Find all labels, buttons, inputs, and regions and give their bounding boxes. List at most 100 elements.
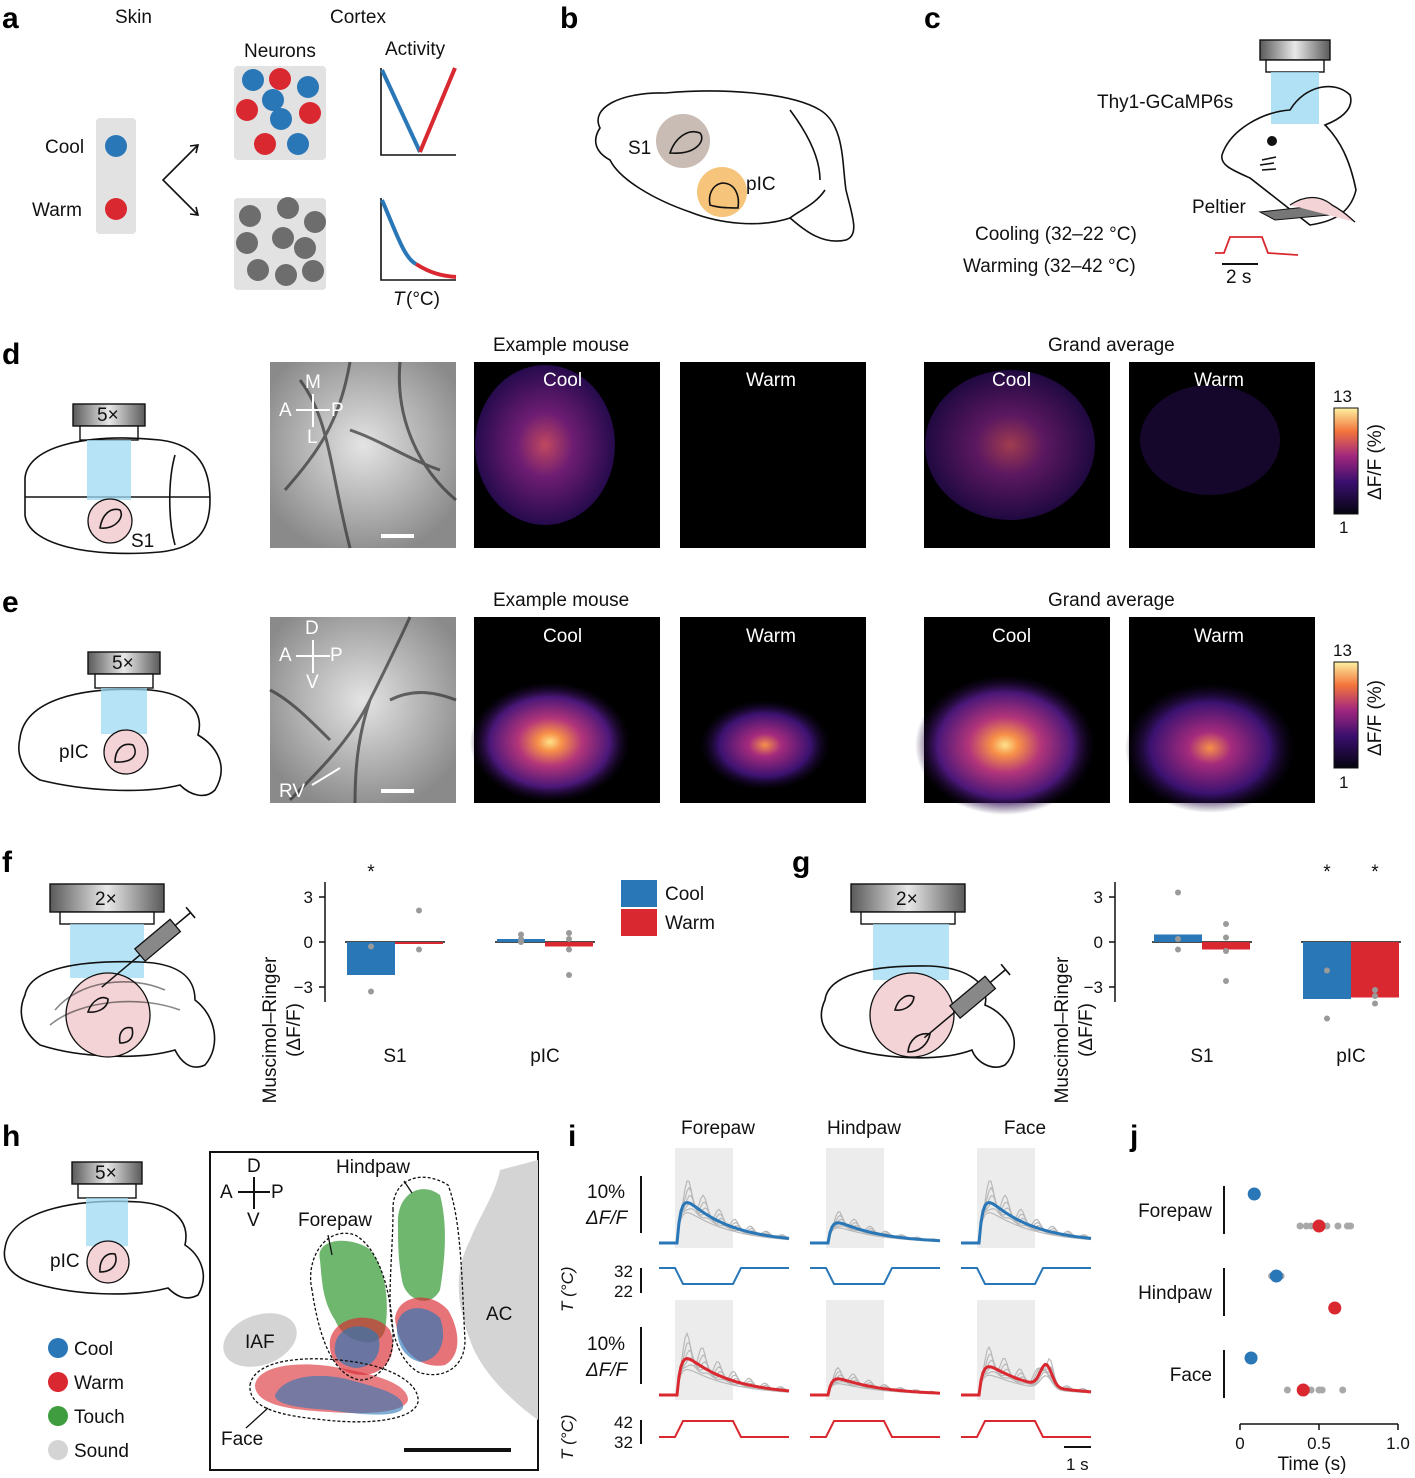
- chart-g-significance-star: *: [1371, 862, 1379, 883]
- axis-h-down: V: [247, 1210, 260, 1231]
- i-warm-mean-trace-hindpaw: [810, 1377, 941, 1397]
- chart-f-point: [518, 936, 524, 942]
- j-individual-point: [1296, 1222, 1304, 1230]
- chart-f-bar-pIC-Warm: [545, 942, 593, 947]
- example-warm-d-label: Warm: [746, 370, 796, 391]
- axis-d-left: A: [279, 400, 292, 421]
- panel-i: Forepaw Hindpaw Face 10% ΔF/F T (°C) 32 …: [558, 1118, 1092, 1474]
- chart-g-point: [1223, 948, 1229, 954]
- i-warm-temp-trace: [659, 1420, 789, 1438]
- divergence-arrows: [161, 145, 198, 215]
- light-d: [87, 440, 131, 500]
- rv-label: RV: [279, 781, 305, 802]
- chart-g-category-label: pIC: [1336, 1046, 1366, 1067]
- legend-cool-label: Cool: [665, 884, 704, 905]
- legend-h-cool-dot: [48, 1338, 68, 1358]
- chart-f-ytick-label: 3: [304, 888, 313, 907]
- colorbar-e-min: 1: [1339, 773, 1348, 792]
- i-individual-trace: [659, 1368, 790, 1396]
- chart-g-point: [1175, 936, 1181, 942]
- panel-label-g: g: [792, 846, 810, 879]
- cerebellum-lines: [789, 109, 826, 219]
- chart-f-ytick-label: 0: [304, 933, 313, 952]
- arrow-heads: [189, 144, 200, 216]
- s1-region: [656, 114, 710, 168]
- ac-label: AC: [486, 1304, 512, 1325]
- j-individual-point: [1347, 1222, 1355, 1230]
- chart-f-point: [566, 936, 572, 942]
- i-cool-mean-trace-forepaw: [659, 1201, 790, 1245]
- colorbar-d-label: ΔF/F (%): [1365, 424, 1386, 500]
- face-cool: [275, 1375, 404, 1415]
- i-cool-temp-trace: [810, 1267, 940, 1285]
- chart-f-ytick-label: −3: [294, 978, 313, 997]
- j-individual-point: [1339, 1386, 1347, 1394]
- warm-dot: [105, 198, 127, 220]
- brain-outline: [594, 90, 855, 242]
- cooling-label: Cooling (32–22 °C): [975, 224, 1137, 245]
- i-cool-t-low: 22: [614, 1282, 633, 1301]
- colorbar-e-max: 13: [1333, 641, 1352, 660]
- activity-decay: [380, 198, 457, 281]
- i-cool-t-high: 32: [614, 1262, 633, 1281]
- forepaw-label: Forepaw: [298, 1210, 372, 1231]
- objective-g-label: 2×: [896, 889, 918, 910]
- j-xtick-label: 0.5: [1307, 1434, 1331, 1453]
- pic-window-e-label: pIC: [59, 742, 89, 763]
- legend-h-warm: Warm: [74, 1373, 124, 1394]
- axis-h-up: D: [247, 1156, 261, 1177]
- objective-lens: [1259, 39, 1331, 61]
- light-e: [101, 688, 147, 734]
- example-warm-e-label: Warm: [746, 626, 796, 647]
- chart-f-point: [566, 972, 572, 978]
- panel-e: 5× pIC D A P V RV Example mouse Cool War…: [18, 590, 1386, 815]
- panel-label-d: d: [2, 338, 20, 371]
- axis-d-up: M: [305, 372, 321, 393]
- axis-h-left: A: [220, 1182, 233, 1203]
- objective-g: [850, 883, 966, 913]
- j-mean-warm: [1296, 1383, 1310, 1397]
- legend-h-warm-dot: [48, 1372, 68, 1392]
- warming-label: Warming (32–42 °C): [963, 256, 1136, 277]
- stimulus-trace: [1215, 236, 1299, 256]
- panel-a: Skin Cortex Cool Warm Neurons Activity: [32, 7, 457, 310]
- j-individual-point: [1318, 1386, 1326, 1394]
- chart-g-ytick-label: −3: [1084, 978, 1103, 997]
- legend-warm-label: Warm: [665, 913, 715, 934]
- objective-f: [49, 883, 165, 913]
- chart-g-point: [1175, 946, 1181, 953]
- activity-vshape: [380, 67, 457, 156]
- chart-g-point: [1372, 987, 1378, 993]
- cool-label: Cool: [45, 137, 84, 158]
- skin-label: Skin: [115, 7, 152, 28]
- i-warm-temp-trace: [961, 1420, 1091, 1438]
- chart-f-ylabel2: (ΔF/F): [284, 1003, 305, 1057]
- legend-h-touch-dot: [48, 1406, 68, 1426]
- chart-g: Muscimol–Ringer (ΔF/F) 30−3S1**pIC: [1052, 862, 1401, 1103]
- syringe-f: [101, 906, 196, 988]
- chart-g-point: [1324, 967, 1330, 974]
- i-cool-mean-trace-face: [961, 1201, 1092, 1245]
- hindpaw-label: Hindpaw: [336, 1157, 410, 1178]
- chart-g-point: [1324, 1015, 1330, 1022]
- mouse-head: [1221, 85, 1357, 226]
- i-cool-dff-lab: ΔF/F: [585, 1208, 629, 1229]
- axis-e-up: D: [305, 618, 319, 639]
- pic-window-h: [86, 1240, 130, 1284]
- panel-label-e: e: [2, 586, 19, 619]
- legend-cool-swatch: [621, 880, 657, 907]
- chart-g-point: [1372, 993, 1378, 999]
- i-warm-t-high: 42: [614, 1413, 633, 1432]
- i-col-forepaw: Forepaw: [681, 1118, 755, 1139]
- axis-d-right: P: [331, 400, 344, 421]
- time-scalebar-label: 2 s: [1226, 267, 1251, 288]
- s1-label: S1: [628, 138, 651, 159]
- s1-window: [87, 498, 133, 544]
- i-warm-t-label: T (°C): [558, 1414, 577, 1460]
- i-cool-mean-trace-hindpaw: [810, 1221, 941, 1245]
- cortex-label: Cortex: [330, 7, 386, 28]
- chart-f-bar-S1-Warm: [395, 942, 443, 944]
- j-row-label: Face: [1170, 1365, 1212, 1386]
- j-xtick-label: 0: [1235, 1434, 1244, 1453]
